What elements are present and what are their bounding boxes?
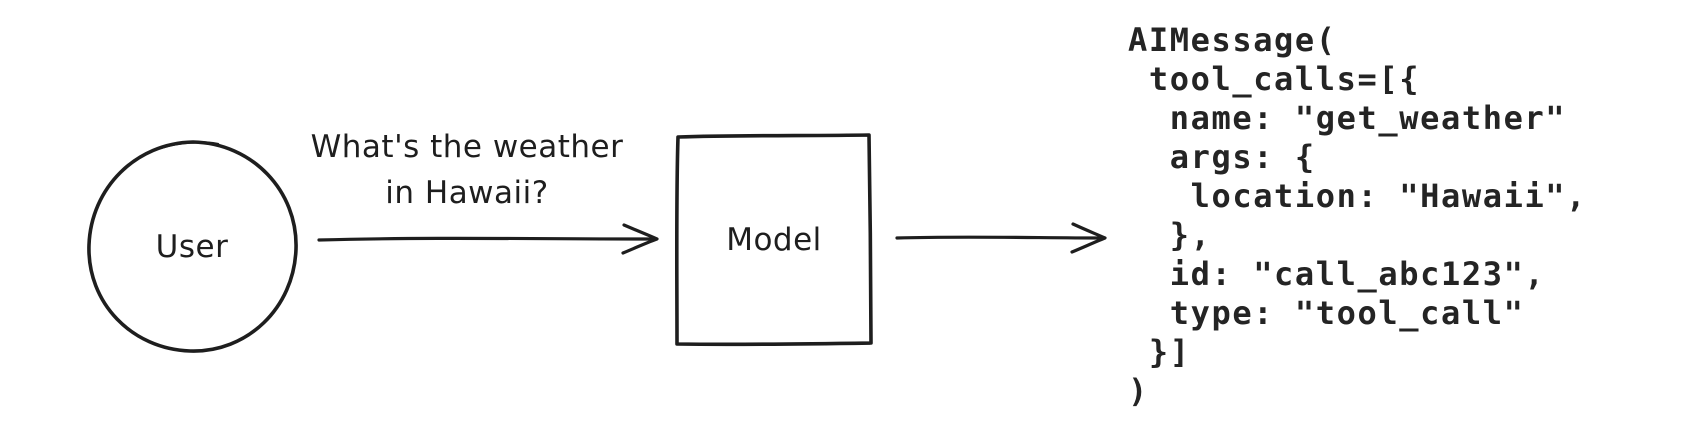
model-to-output-arrow-line <box>895 235 1103 240</box>
model-to-output-arrowhead-icon <box>1070 222 1107 254</box>
ai-message-code: AIMessage( tool_calls=[{ name: "get_weat… <box>1128 21 1588 410</box>
user-to-model-arrow-line <box>317 236 654 242</box>
user-to-model-arrow <box>317 223 659 255</box>
query-label-line2: in Hawaii? <box>385 175 549 211</box>
query-label-line1: What's the weather <box>310 129 624 165</box>
user-to-model-arrowhead-icon <box>621 223 659 255</box>
user-label: User <box>155 229 229 265</box>
model-box <box>674 133 873 347</box>
model-to-output-arrow <box>895 222 1107 254</box>
user-circle-overlap-stroke <box>150 141 220 153</box>
user-circle <box>87 140 298 353</box>
query-label: What's the weather in Hawaii? <box>292 124 642 216</box>
model-label: Model <box>726 221 822 258</box>
